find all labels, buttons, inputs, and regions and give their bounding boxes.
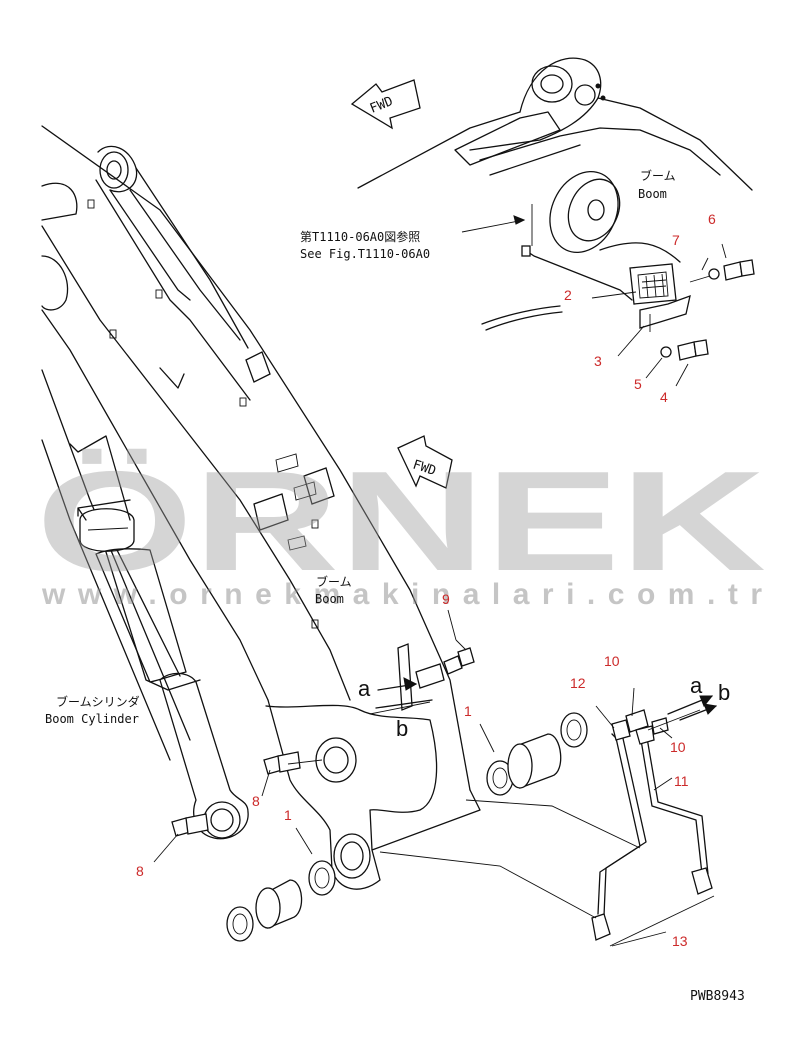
callouts: 6 7 2 3 5 4 9 10 12 1 10 11 8 1 8 13 <box>136 211 716 949</box>
callout-6: 6 <box>708 211 716 227</box>
callout-1-right: 1 <box>464 703 472 719</box>
callout-8-lower: 8 <box>136 863 144 879</box>
work-lamp <box>629 263 677 305</box>
bushings <box>226 712 588 942</box>
boom-tip-detail: FWD <box>350 57 755 387</box>
labels: ブーム Boom 第T1110-06A0図参照 See Fig.T1110-06… <box>45 168 745 1004</box>
callout-4: 4 <box>660 389 668 405</box>
callout-7: 7 <box>672 232 680 248</box>
callout-2: 2 <box>564 287 572 303</box>
boom-label-top-jp: ブーム <box>640 168 676 183</box>
callout-5: 5 <box>634 376 642 392</box>
boom-label-mid-jp: ブーム <box>316 574 352 589</box>
boom-label-mid-en: Boom <box>315 592 344 606</box>
letter-b-right: b <box>718 680 730 705</box>
fwd-arrow-mid: FWD <box>397 435 453 489</box>
boom-main: FWD <box>41 125 481 890</box>
callout-3: 3 <box>594 353 602 369</box>
callout-10-bottom: 10 <box>670 739 686 755</box>
letter-a-left: a <box>358 676 371 701</box>
callout-10-top: 10 <box>604 653 620 669</box>
boom-label-top-en: Boom <box>638 187 667 201</box>
see-fig-label-jp: 第T1110-06A0図参照 <box>300 229 420 244</box>
fwd-arrow-top: FWD <box>350 79 421 130</box>
callout-11: 11 <box>674 773 689 789</box>
boom-cylinder <box>41 369 323 840</box>
see-fig-label-en: See Fig.T1110-06A0 <box>300 247 430 261</box>
boom-cylinder-label-jp: ブームシリンダ <box>56 694 140 709</box>
letter-b-left: b <box>396 716 408 741</box>
callout-13: 13 <box>672 933 688 949</box>
boom-cylinder-label-en: Boom Cylinder <box>45 712 139 726</box>
watermark: ÖRNEK www.ornekmakinalari.com.tr <box>36 442 766 611</box>
drawing-code: PWB8943 <box>690 989 745 1004</box>
grease-piping <box>379 687 718 947</box>
fwd-label-mid: FWD <box>411 458 438 480</box>
callout-8-upper: 8 <box>252 793 260 809</box>
callout-9: 9 <box>442 591 450 607</box>
callout-12: 12 <box>570 675 586 691</box>
watermark-brand: ÖRNEK <box>36 442 766 601</box>
callout-1-left: 1 <box>284 807 292 823</box>
letter-a-right: a <box>690 673 703 698</box>
